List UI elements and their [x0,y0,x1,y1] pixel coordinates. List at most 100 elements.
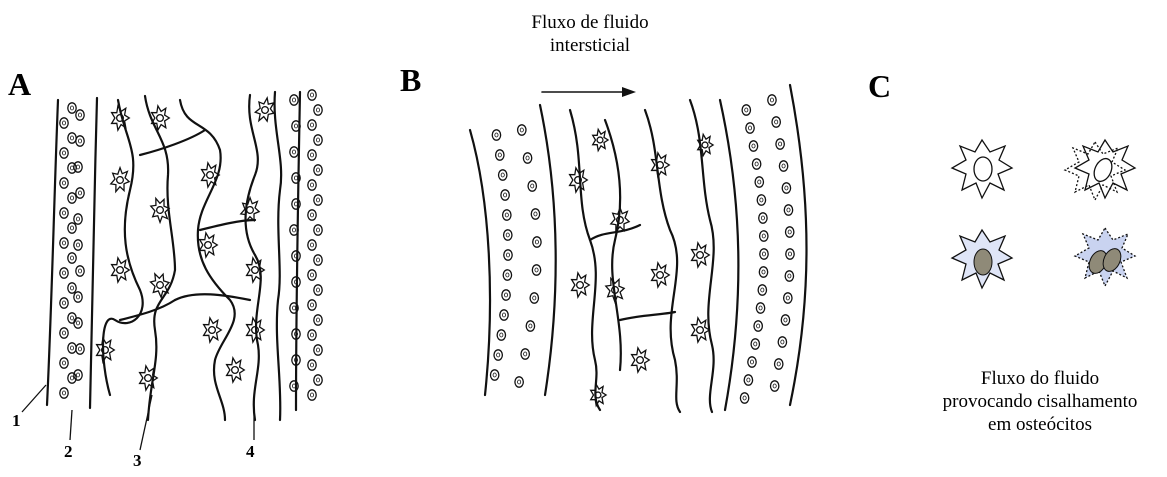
lacuna [314,375,322,385]
osteocyte-cell [605,276,627,303]
osteocyte-cell [692,318,710,342]
lacuna-core [310,243,313,247]
trabecula-bridge-1 [140,130,205,155]
lacuna-core [70,376,73,380]
lacuna-core [316,348,319,352]
lacuna-core [70,166,73,170]
lacuna-core [316,198,319,202]
lacuna [68,313,76,323]
osteocyte-cell [652,263,670,287]
lacuna [76,188,84,198]
lacuna [775,359,783,369]
lacuna [76,344,84,354]
trabecula-b-1 [570,110,600,410]
lacuna-core [788,230,791,234]
lacuna [784,293,792,303]
lacuna-core [62,181,65,185]
lacuna-core [533,296,536,300]
lacuna [504,230,512,240]
lacuna-core [498,153,501,157]
lacuna-core [754,342,757,346]
flow-arrow-head [622,87,636,97]
osteocyte-cell [204,318,222,342]
lacuna-core [62,121,65,125]
lacuna-core [784,318,787,322]
lacuna [490,370,498,380]
lacuna-core [761,288,764,292]
lacuna [758,285,766,295]
lacuna [314,105,322,115]
lacuna-core [529,324,532,328]
lacuna-core [502,313,505,317]
osteocytes-b [570,129,714,405]
lacuna [504,250,512,260]
lacuna [752,159,760,169]
lacuna [496,150,504,160]
lacuna [748,357,756,367]
lacuna-core [770,98,773,102]
lacuna [499,170,507,180]
lacuna-core [76,321,79,325]
lacuna-core [493,373,496,377]
trabecula-b-2 [605,120,621,370]
lacuna [308,300,316,310]
lacuna [74,240,82,250]
curve-b-1 [470,130,490,395]
lacuna [68,193,76,203]
panel-a-drawing [22,90,322,450]
lacuna [757,195,765,205]
lacuna [494,350,502,360]
lacuna-core [316,228,319,232]
lacuna-core [310,93,313,97]
pointer-2 [70,410,72,440]
osteocyte-cell [110,167,132,194]
lacuna [497,330,505,340]
lacuna-core [70,226,73,230]
lacuna-core [750,360,753,364]
lacuna-core [316,138,319,142]
lacuna-core [500,333,503,337]
lacuna-core [745,108,748,112]
lacuna-core [773,384,776,388]
trabecula-bridge-3 [120,300,175,320]
lacuna [68,283,76,293]
lacuna-core [316,318,319,322]
lacuna-core [762,252,765,256]
periosteum-line-left [47,100,58,405]
lacuna [314,315,322,325]
lacuna-core [501,173,504,177]
pointer-3 [140,395,152,450]
lacuna [756,303,764,313]
lacuna-core [76,165,79,169]
lacuna [308,180,316,190]
osteocyte-cell [200,233,218,257]
lacuna-core [78,139,81,143]
lacunae-column-right [290,90,322,400]
lacuna-core [76,243,79,247]
lacuna-core [292,228,295,232]
lacuna [60,208,68,218]
lacuna-core [748,126,751,130]
lacunae-b-left [490,125,541,387]
lacuna-core [310,153,313,157]
lacuna [760,231,768,241]
lacuna-core [310,303,313,307]
lacuna [60,298,68,308]
lacuna [314,285,322,295]
lamella-line-left [90,98,97,408]
lacuna [526,321,534,331]
lacuna-core [316,168,319,172]
lacuna [292,251,300,261]
lacuna [786,249,794,259]
lacuna-core [762,270,765,274]
lacuna-core [777,362,780,366]
lacuna-core [526,156,529,160]
lacuna [74,162,82,172]
lacuna [501,190,509,200]
lacuna-core [505,213,508,217]
lacuna [74,318,82,328]
lacuna-core [504,293,507,297]
panel-b-drawing [470,85,807,412]
lacuna [785,271,793,281]
